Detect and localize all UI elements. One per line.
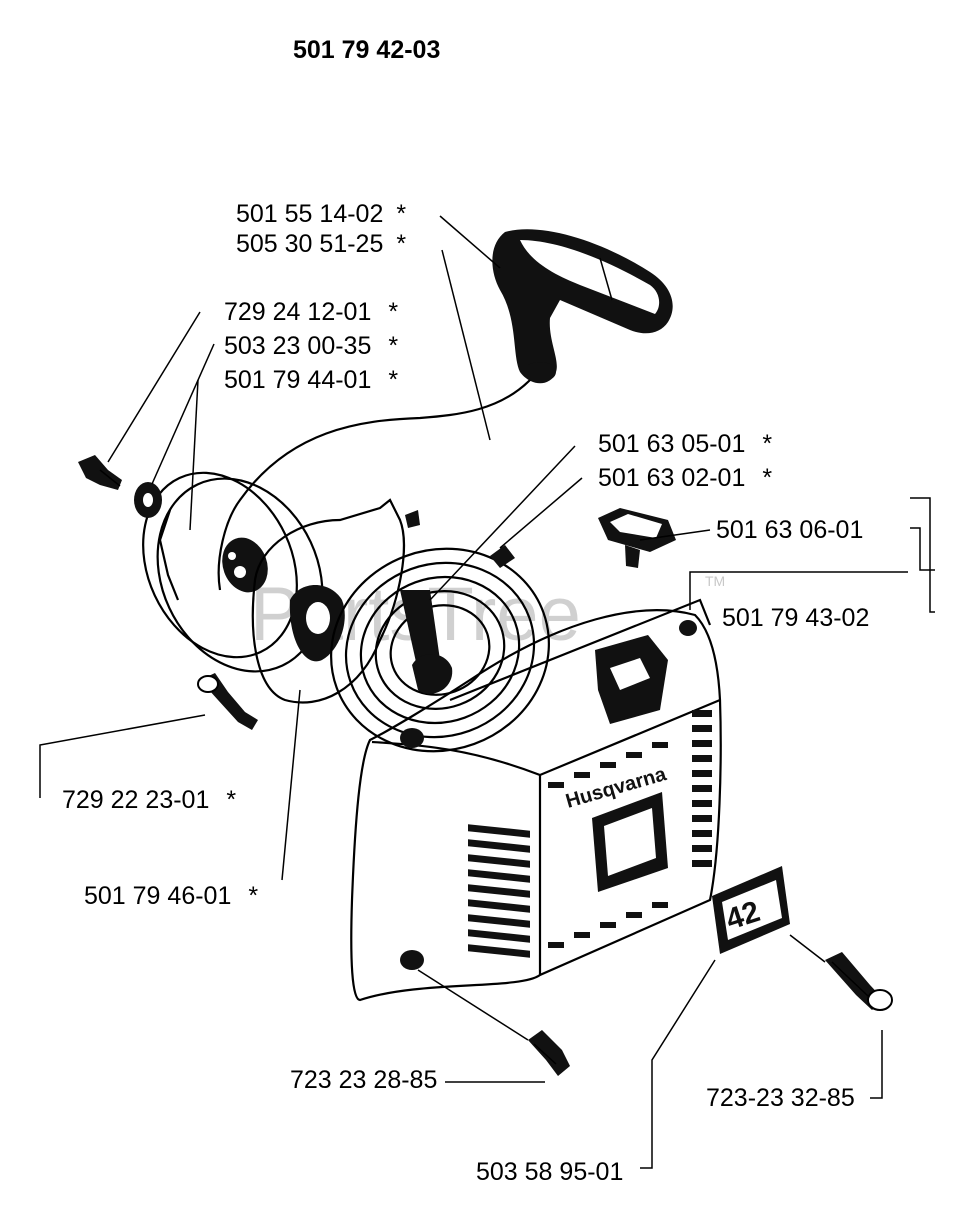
bushing <box>598 508 676 568</box>
coil-spring <box>330 545 550 753</box>
screw-a <box>78 455 122 490</box>
label-spring-b: 501 63 02-01 * <box>598 464 772 492</box>
label-screw-d: 723-23 32-85 <box>706 1084 855 1112</box>
screw-d <box>825 952 893 1011</box>
label-screw-a: 729 24 12-01 * <box>224 298 398 326</box>
pulley <box>142 471 324 673</box>
watermark-tm: TM <box>705 573 725 589</box>
screw-b <box>197 673 258 730</box>
label-spring-cassette: 501 79 46-01 * <box>84 882 258 910</box>
label-handle-b: 505 30 51-25 * <box>236 230 406 258</box>
label-spring-a: 501 63 05-01 * <box>598 430 772 458</box>
screw-c <box>528 1030 570 1076</box>
label-bushing: 501 63 06-01 <box>716 516 863 544</box>
washer <box>134 482 162 518</box>
label-pulley: 501 79 44-01 * <box>224 366 398 394</box>
label-screw-b: 729 22 23-01 * <box>62 786 236 814</box>
housing <box>350 598 722 1002</box>
label-housing: 501 79 43-02 <box>722 604 869 632</box>
model-decal: 42 <box>712 866 790 954</box>
diagram-title: 501 79 42-03 <box>293 36 440 64</box>
label-handle-a: 501 55 14-02 * <box>236 200 406 228</box>
label-decal: 503 58 95-01 <box>476 1158 623 1186</box>
starter-handle <box>492 229 673 384</box>
label-screw-c: 723 23 28-85 <box>290 1066 437 1094</box>
label-washer: 503 23 00-35 * <box>224 332 398 360</box>
starter-rope <box>217 379 531 591</box>
leader-lines <box>39 215 935 1169</box>
